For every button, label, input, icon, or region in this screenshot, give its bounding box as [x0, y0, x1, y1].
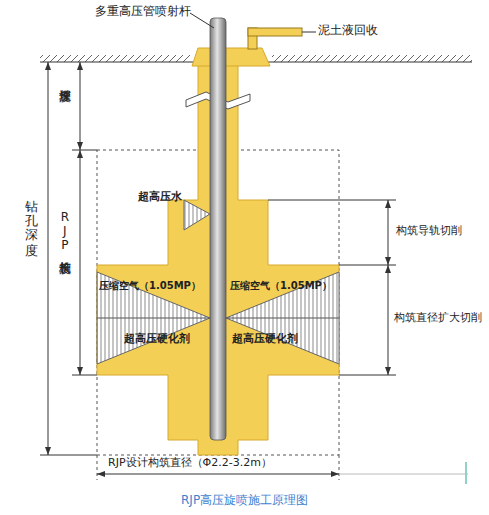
slurry-pipe [248, 28, 302, 36]
dimension-arrow [385, 265, 391, 273]
dimension-tick [339, 265, 396, 266]
air-jet-right [226, 272, 339, 364]
zone-label: 构筑直径扩大切削 [394, 312, 482, 325]
ground-hatch [40, 55, 190, 62]
dimension-line [97, 474, 339, 475]
dimension-arrow [385, 200, 391, 208]
jet-label: 超高压水 [138, 191, 182, 204]
jet-label: 超高压硬化剂 [124, 333, 190, 346]
dimension-extension [339, 455, 340, 480]
dimension-tick [268, 200, 396, 201]
air-jet-left [97, 272, 210, 364]
dimension-arrow [77, 62, 83, 70]
dimension-line [388, 200, 389, 375]
leader-line [302, 32, 316, 33]
dimension-tick [72, 375, 97, 376]
dimension-arrow [45, 62, 51, 70]
dimension-tick [339, 375, 396, 376]
hardener-jet-axis [97, 318, 210, 319]
base-line [339, 474, 468, 475]
dimension-arrow [385, 257, 391, 265]
dimension-arrow [45, 447, 51, 455]
dimension-arrow [97, 471, 105, 477]
hardener-jet-axis [226, 318, 339, 319]
dimension-tick [72, 150, 97, 151]
dimension-label: 钻孔深度 [24, 190, 39, 246]
dimension-line [80, 62, 81, 375]
dimension-arrow [77, 150, 83, 158]
dimension-arrow [77, 142, 83, 150]
dimension-arrow [385, 367, 391, 375]
jet-label: 超高压硬化剂 [232, 333, 298, 346]
frame-edge [465, 462, 467, 484]
figure-caption: RJP高压旋喷施工原理图 [181, 494, 308, 508]
leader-line [190, 13, 214, 28]
jet-label: 压缩空气（1.05MP） [230, 280, 332, 292]
jet-label: 压缩空气（1.05MP） [99, 280, 201, 292]
dimension-label: RJP构筑长度 [57, 210, 71, 252]
water-jet [184, 200, 210, 230]
jet-rod [210, 18, 226, 440]
dimension-arrow [77, 367, 83, 375]
dimension-arrow [331, 471, 339, 477]
dimension-line [40, 455, 97, 456]
dimension-extension [97, 455, 98, 480]
casing-collar [192, 48, 270, 66]
rod-label: 多重高压管喷射杆 [95, 5, 191, 19]
ground-hatch [272, 55, 472, 62]
dimension-line [48, 62, 49, 455]
dimension-label: RJP设计构筑直径（Φ2.2-3.2m） [108, 457, 272, 470]
zone-label: 构筑导轨切削 [396, 225, 462, 238]
slurry-label: 泥土液回收 [318, 24, 378, 38]
